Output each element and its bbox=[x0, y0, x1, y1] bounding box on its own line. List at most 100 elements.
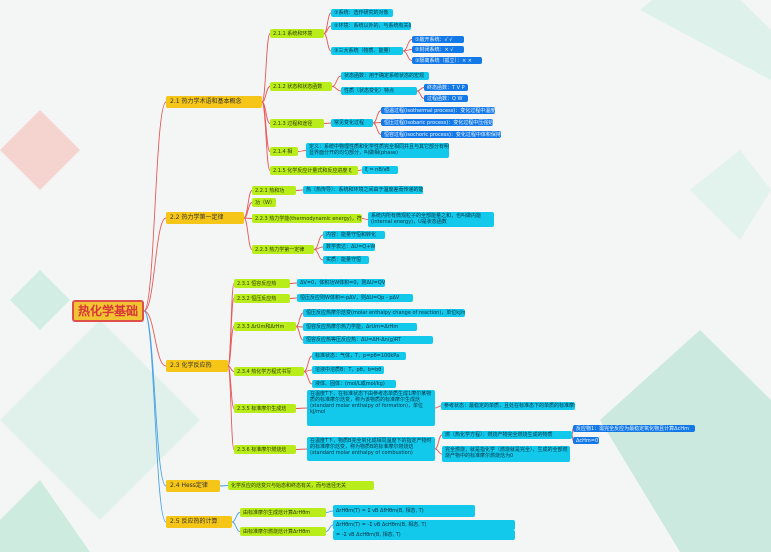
root-topic[interactable]: 热化学基础 bbox=[72, 300, 144, 322]
topic-2-2-2[interactable]: 功（W） bbox=[252, 198, 276, 207]
item-first-law-math[interactable]: 数学表达：ΔU=Q+W bbox=[323, 243, 375, 251]
topic-2-4[interactable]: 2.4 Hess定律 bbox=[166, 480, 220, 492]
connector-topic-2-1-to-topic-2-1-1 bbox=[261, 33, 271, 103]
topic-2-1-5[interactable]: 2.1.5 化学反应计量式和反应进度 ξ bbox=[270, 166, 358, 175]
item-first-law-essence[interactable]: 实质：能量守恒 bbox=[323, 256, 369, 264]
connector-root-topic-to-topic-2-2 bbox=[143, 217, 167, 312]
item-standard-state-liquid[interactable]: 液体、固体：(mol/L或mol/kg) bbox=[312, 380, 396, 388]
connector-topic-2-1-1-to-item-environment bbox=[323, 25, 332, 34]
item-const-volume[interactable]: ΔV=0，体积功W体积=0，则ΔU=QV bbox=[297, 279, 385, 287]
topic-2-2-1[interactable]: 2.2.1 热和功 bbox=[252, 186, 296, 195]
connector-root-topic-to-topic-2-1 bbox=[143, 101, 167, 312]
item-phase-definition[interactable]: 定义：系统中物理性质和化学性质完全相同并且与其它部分有明显界面分开的均匀部分，叫… bbox=[306, 143, 449, 158]
connector-topic-2-2-to-topic-2-2-4 bbox=[243, 217, 253, 250]
item-closed-system[interactable]: ②封闭系统：× √ bbox=[412, 46, 464, 53]
connector-topic-2-3-5-to-item-formation-enthalpy bbox=[295, 407, 308, 409]
item-molar-energy[interactable]: 恒容反应热摩尔热力学能，ΔrUm=ΔrHm bbox=[303, 323, 417, 331]
topic-2-2-4[interactable]: 2.2.3 热力学第一定律 bbox=[252, 245, 314, 254]
connector-topic-2-3-to-topic-2-3-4 bbox=[227, 365, 235, 372]
item-state-function[interactable]: 状态函数：用于确定系统状态的宏观 bbox=[341, 72, 429, 80]
connector-topic-2-3-4-to-item-standard-state-liquid bbox=[303, 371, 313, 385]
topic-2-1-4[interactable]: 2.1.4 相 bbox=[270, 147, 298, 156]
connector-topic-2-2-1-to-item-heat bbox=[295, 189, 304, 191]
connector-topic-2-2-4-to-item-first-law-essence bbox=[313, 249, 324, 261]
connector-topic-2-2-3-to-item-internal-energy bbox=[361, 218, 369, 220]
connector-topic-2-2-to-topic-2-2-1 bbox=[243, 190, 253, 219]
item-calc-from-combustion[interactable]: 由标准摩尔燃烧焓计算ΔrHθm bbox=[240, 527, 326, 536]
item-combustion-products[interactable]: 燃（热化学方程）：燃烧产物完全燃烧生成的物质 bbox=[442, 431, 572, 439]
connector-item-combustion-enthalpy-to-item-complete-combustion bbox=[434, 448, 443, 455]
item-three-systems[interactable]: ③三大系统（物质、能量） bbox=[331, 47, 403, 55]
topic-2-5[interactable]: 2.5 反应热的计算 bbox=[166, 516, 232, 528]
item-hess-law[interactable]: 化学反应的焓变只与始态和终态有关，而与途径无关 bbox=[228, 481, 374, 490]
item-combustion-zero[interactable]: ΔcHm=0 bbox=[573, 437, 599, 444]
topic-2-2[interactable]: 2.2 热力学第一定律 bbox=[166, 212, 244, 224]
topic-2-3-6[interactable]: 2.3.6 标准摩尔燃烧焓 bbox=[234, 445, 296, 454]
item-isochoric[interactable]: 恒容过程(isochoric process)：变化过程中体积保持不变 bbox=[381, 131, 501, 138]
item-calc-from-formation[interactable]: 由标准摩尔生成焓计算ΔrHθm bbox=[240, 508, 326, 517]
connector-item-combustion-enthalpy-to-item-combustion-products bbox=[434, 434, 443, 450]
connector-root-topic-to-topic-2-5 bbox=[143, 310, 167, 523]
topic-2-3-5[interactable]: 2.3.5 标准摩尔生成焓 bbox=[234, 404, 296, 413]
topic-2-3-1[interactable]: 2.3.1 恒容反应热 bbox=[234, 279, 290, 288]
connector-topic-2-3-1-to-item-const-volume bbox=[289, 282, 298, 284]
item-du-dh-relation[interactable]: 恒容反应热等压反应热：ΔU=ΔH-Δn(g)RT bbox=[303, 336, 433, 344]
connector-topic-2-1-4-to-item-phase-definition bbox=[297, 150, 307, 152]
topic-2-1-1[interactable]: 2.1.1 系统和环境 bbox=[270, 29, 324, 38]
formula-combustion[interactable]: ΔrHθm(T) = -Σ νB ΔcHθm(B, 相态, T) bbox=[333, 520, 515, 530]
topic-2-1[interactable]: 2.1 热力学术语和基本概念 bbox=[166, 96, 262, 108]
connector-topic-2-1-2-to-item-state-function bbox=[331, 75, 342, 87]
item-isothermal[interactable]: 恒温过程(isothermal process)：变化过程中温度始终不变 bbox=[381, 107, 495, 114]
connector-topic-2-1-1-to-item-three-systems bbox=[323, 33, 332, 52]
item-internal-energy[interactable]: 系统内所有微观粒子的全部能量之和，也叫做内能(internal energy)，… bbox=[368, 212, 494, 227]
item-complete-combustion[interactable]: 完全燃烧，就是指化学（燃烧就是完全），生成的全部燃烧产物中的标准摩尔燃烧焓为0 bbox=[442, 446, 570, 462]
topic-2-1-2[interactable]: 2.1.2 状态和状态函数 bbox=[270, 82, 332, 91]
item-combustion-enthalpy[interactable]: 在温度T下，物质B完全氧化成相同温度下的指定产物时的标准摩尔焓变，称为物质B的标… bbox=[307, 437, 435, 461]
connector-topic-2-3-4-to-item-standard-state-gas bbox=[303, 355, 313, 372]
item-reference-state[interactable]: 参考状态：最稳定的单质，且处在标准态下的单质的标准摩尔生成焓为0 bbox=[441, 402, 575, 410]
topic-2-3[interactable]: 2.3 化学反应热 bbox=[166, 360, 228, 372]
item-system[interactable]: ①系统：选作研究的对象 bbox=[331, 9, 393, 17]
connector-item-formation-enthalpy-to-item-reference-state bbox=[434, 405, 442, 409]
item-process-function-qw[interactable]: 过程函数：Q W bbox=[424, 95, 468, 102]
item-molar-enthalpy[interactable]: 恒压反应热摩尔焓变(molar enthalpy change of react… bbox=[303, 309, 465, 317]
item-environment[interactable]: ②环境：系统以外的，与系统有关的 bbox=[331, 22, 411, 30]
connector-topic-2-1-3-to-item-common-processes bbox=[323, 122, 332, 124]
item-standard-state-solute[interactable]: 溶液中溶质B：T，pθ，b=bθ bbox=[312, 366, 384, 374]
item-state-change[interactable]: 性质（状态变化）特点 bbox=[341, 87, 417, 95]
item-isolated-system[interactable]: ③隔离系统（孤立）：× × bbox=[412, 57, 482, 64]
item-standard-state-gas[interactable]: 标准状态：气体，T，p=pθ=100kPa bbox=[312, 352, 406, 360]
item-reaction-extent[interactable]: ξ = nB/νB bbox=[362, 166, 398, 174]
topic-2-3-3[interactable]: 2.3.3 ΔrUm和ΔrHm bbox=[234, 322, 296, 331]
item-heat[interactable]: 热（热传导）：系统和环境之间由于温度差而传递的能量 bbox=[303, 186, 423, 194]
connector-topic-2-1-to-topic-2-1-4 bbox=[261, 101, 271, 152]
item-state-function-tvp[interactable]: 终态函数：T V P bbox=[424, 84, 468, 91]
item-open-system[interactable]: ①敞开系统：√ √ bbox=[412, 36, 464, 43]
item-formation-enthalpy[interactable]: 在温度T下，在标准状态下由参考态单质生成1摩尔某物质的标准摩尔焓变，称为该物质的… bbox=[307, 390, 435, 426]
connector-topic-2-2-to-topic-2-2-3 bbox=[243, 217, 253, 219]
topic-2-1-3[interactable]: 2.1.3 过程和途径 bbox=[270, 119, 324, 128]
connector-root-topic-to-topic-2-3 bbox=[143, 310, 167, 367]
connector-topic-2-5-to-item-calc-from-formation bbox=[231, 512, 241, 523]
connector-topic-2-3-to-topic-2-3-2 bbox=[227, 298, 235, 367]
connector-topic-2-2-to-topic-2-2-2 bbox=[243, 202, 253, 219]
item-first-law-content[interactable]: 内容：能量守恒和转化 bbox=[323, 231, 385, 239]
connector-item-state-change-to-item-process-function-qw bbox=[416, 90, 425, 99]
item-const-pressure[interactable]: 恒压反应则W体积=-pΔV，则ΔU=Qp - pΔV bbox=[297, 294, 413, 302]
formula-formation[interactable]: ΔrHθm(T) = Σ νB ΔfHθm(B, 相态, T) bbox=[333, 505, 475, 517]
connector-topic-2-3-to-topic-2-3-6 bbox=[227, 365, 235, 450]
item-common-processes[interactable]: 常见变化过程 bbox=[331, 119, 373, 127]
topic-2-3-2[interactable]: 2.3.2 恒压反应热 bbox=[234, 294, 290, 303]
connector-topic-2-1-5-to-item-reaction-extent bbox=[357, 169, 363, 171]
topic-2-2-3[interactable]: 2.2.3 热力学能(thermodynamic energy)，符号U bbox=[252, 214, 362, 223]
formula-combustion-line2[interactable]: = -Σ νB ΔcHθm(B, 相态, T) bbox=[333, 530, 515, 540]
connector-item-combustion-products-to-item-combustion-zero bbox=[571, 434, 574, 441]
connector-topic-2-1-to-topic-2-1-5 bbox=[261, 101, 271, 171]
connector-item-state-change-to-item-state-function-tvp bbox=[416, 87, 425, 92]
topic-2-3-4[interactable]: 2.3.4 热化学方程式书写 bbox=[234, 367, 304, 376]
connector-topic-2-3-6-to-item-combustion-enthalpy bbox=[295, 448, 308, 450]
item-combustion-oxide[interactable]: 反应物1：需完全反应为最稳定氧化物且计算ΔcHm bbox=[573, 425, 695, 432]
item-isobaric[interactable]: 恒压过程(isobaric process)：变化过程中压强始终不变 bbox=[381, 119, 493, 126]
connector-item-common-processes-to-item-isochoric bbox=[372, 122, 382, 135]
